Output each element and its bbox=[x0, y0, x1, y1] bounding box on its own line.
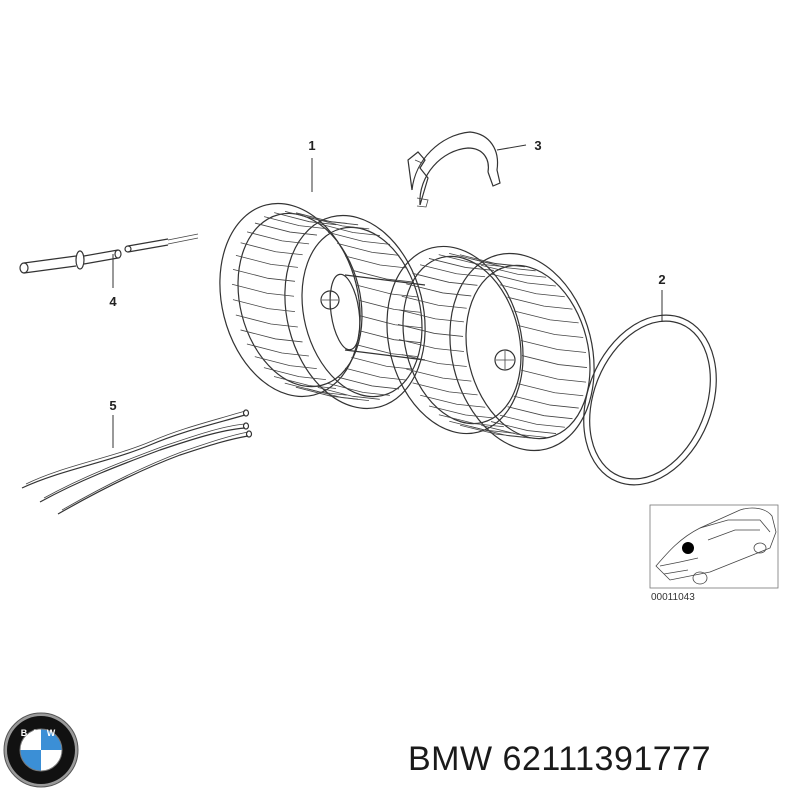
fan-blade bbox=[398, 309, 464, 323]
fan-blade bbox=[273, 376, 337, 389]
fan-blade bbox=[513, 310, 579, 324]
inset-frame bbox=[649, 504, 779, 589]
fan-blade bbox=[263, 367, 326, 381]
fan-blade bbox=[507, 406, 573, 420]
fan-blade bbox=[438, 254, 504, 268]
inset-reference-code: 00011043 bbox=[651, 592, 695, 603]
location-marker bbox=[682, 542, 694, 554]
fan-blade bbox=[307, 216, 370, 230]
fan-blade bbox=[344, 255, 408, 269]
fan-blade bbox=[412, 382, 478, 396]
fan-blade bbox=[412, 272, 478, 286]
fan-blade bbox=[359, 315, 423, 329]
fan-blade bbox=[264, 216, 327, 230]
fan-blade bbox=[235, 314, 298, 328]
fan-blade bbox=[406, 283, 472, 297]
vehicle-location-inset: 00011043 bbox=[649, 504, 779, 603]
fan-blade bbox=[254, 222, 318, 236]
blower-wheel-assembly bbox=[219, 202, 595, 452]
callout-2: 2 bbox=[658, 272, 665, 287]
fan-blade bbox=[419, 264, 486, 278]
fan-blade bbox=[240, 329, 303, 343]
callout-numbers: 1 2 3 4 5 bbox=[109, 138, 665, 413]
part-brand: BMW bbox=[408, 740, 493, 778]
seal-ring bbox=[583, 314, 717, 486]
fan-blade bbox=[274, 212, 337, 226]
fan-blade bbox=[521, 355, 588, 368]
fan-blade bbox=[397, 324, 464, 337]
fan-blade bbox=[317, 386, 380, 400]
fan-blade bbox=[401, 354, 467, 367]
fan-blade bbox=[337, 242, 400, 256]
car-outline bbox=[655, 507, 777, 585]
fan-blade bbox=[246, 343, 309, 357]
blower-motor bbox=[320, 273, 426, 361]
fan-blade bbox=[231, 283, 295, 297]
bmw-logo: BMW bbox=[3, 712, 79, 788]
fan-blade bbox=[351, 356, 414, 370]
fan-blade bbox=[351, 269, 414, 283]
fan-blade bbox=[327, 231, 391, 245]
fan-blade bbox=[520, 340, 587, 353]
fan-blade bbox=[518, 383, 584, 397]
callout-3: 3 bbox=[534, 138, 541, 153]
fan-blade bbox=[398, 339, 465, 352]
fan-blade bbox=[344, 367, 407, 381]
fan-blade bbox=[449, 420, 515, 434]
fan-blade bbox=[428, 405, 495, 419]
right-blower-wheel bbox=[386, 245, 595, 452]
left-blower-wheel bbox=[219, 202, 426, 410]
fan-blade bbox=[240, 242, 303, 256]
leader-lines bbox=[112, 144, 663, 448]
part-number-label: BMW 62111391777 bbox=[408, 740, 711, 779]
callout-4: 4 bbox=[109, 294, 117, 309]
fan-blade bbox=[499, 284, 565, 298]
fan-blade bbox=[317, 223, 381, 236]
fan-blade bbox=[518, 325, 584, 338]
fan-blade bbox=[254, 356, 317, 370]
fan-blade bbox=[235, 254, 298, 268]
fan-blade bbox=[438, 414, 504, 428]
resistor-sleeve bbox=[19, 233, 199, 274]
fan-blade bbox=[520, 369, 587, 383]
fan-blade bbox=[246, 231, 310, 245]
fan-blade bbox=[481, 264, 547, 278]
fan-blade bbox=[420, 394, 486, 408]
fan-blade bbox=[459, 424, 526, 438]
fan-blade bbox=[428, 258, 494, 271]
fan-blade bbox=[401, 295, 467, 309]
fan-blade bbox=[459, 254, 525, 268]
fan-blade bbox=[296, 212, 359, 226]
wiring-harness bbox=[21, 409, 253, 515]
fan-blade bbox=[490, 273, 556, 287]
callout-1: 1 bbox=[308, 138, 315, 153]
fan-blade bbox=[470, 258, 536, 272]
fan-blade bbox=[355, 344, 419, 358]
mounting-clip bbox=[407, 131, 501, 208]
fan-blade bbox=[513, 395, 579, 409]
fan-blade bbox=[490, 421, 557, 434]
part-number: 62111391777 bbox=[502, 740, 712, 778]
fan-blade bbox=[284, 382, 347, 396]
fan-blade bbox=[232, 268, 296, 282]
fan-blade bbox=[232, 299, 296, 313]
fan-blade bbox=[327, 383, 390, 396]
fan-blade bbox=[406, 368, 472, 382]
fan-blade bbox=[336, 376, 400, 390]
fan-blade bbox=[481, 424, 547, 438]
fan-blade bbox=[358, 330, 422, 344]
fan-blade bbox=[499, 414, 565, 428]
logo-lettering: BMW bbox=[21, 728, 62, 738]
fan-blade bbox=[507, 296, 573, 310]
fan-blade bbox=[295, 386, 358, 400]
callout-5: 5 bbox=[109, 398, 116, 413]
fan-blade bbox=[358, 300, 422, 313]
